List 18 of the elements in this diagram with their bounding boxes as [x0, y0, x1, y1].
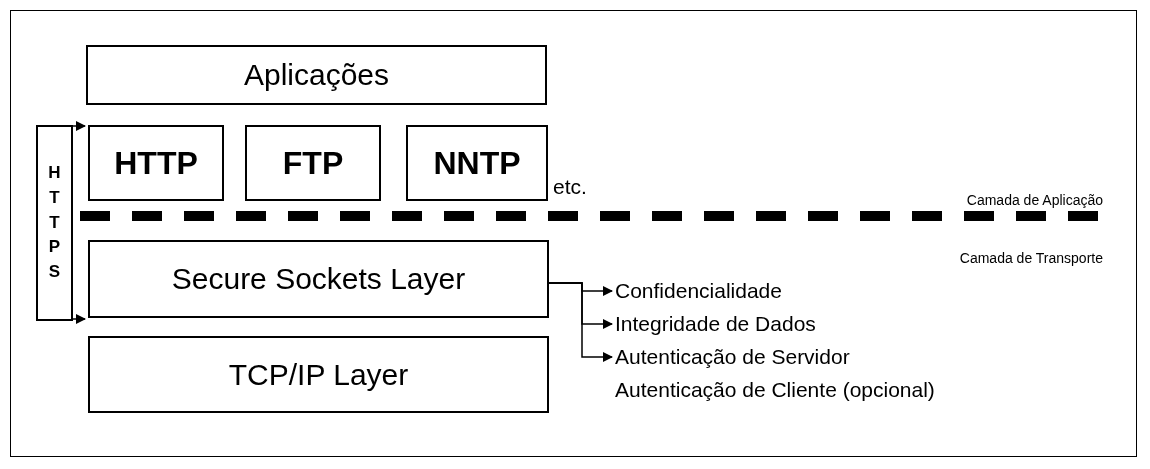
arrow [72, 314, 86, 324]
feature-label: Confidencialidade [615, 280, 782, 301]
layer-box: TCP/IP Layer [88, 336, 549, 413]
protocol-box [36, 125, 73, 321]
feature-label: Integridade de Dados [615, 313, 816, 334]
layer-box: Aplicações [86, 45, 547, 105]
layer-box: HTTP [88, 125, 224, 201]
layer-box: Secure Sockets Layer [88, 240, 549, 318]
text-label: Camada de Aplicação [966, 193, 1103, 207]
arrow [72, 121, 86, 131]
feature-label: Autenticação de Servidor [615, 346, 850, 367]
text-label: etc. [553, 176, 587, 197]
text-label: Camada de Transporte [959, 251, 1103, 265]
protocol-label: HTTPS [47, 162, 62, 283]
arrow [548, 282, 613, 362]
layer-box: FTP [245, 125, 381, 201]
text-label: Autenticação de Cliente (opcional) [615, 379, 935, 400]
layer-box: NNTP [406, 125, 548, 201]
